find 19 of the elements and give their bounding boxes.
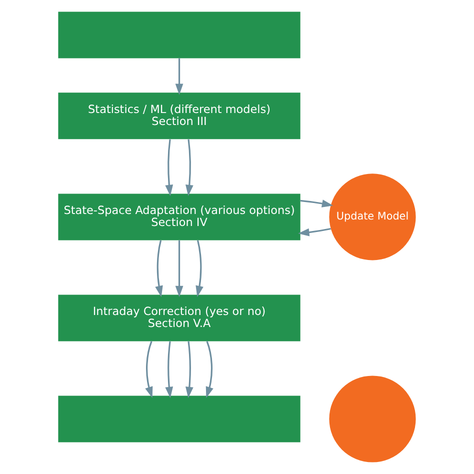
node-box: Statistics / ML (different models) Section III — [58, 92, 300, 140]
arrow — [206, 341, 214, 398]
arrow — [175, 240, 184, 298]
arrow — [165, 341, 174, 398]
node-box: Intraday Correction (yes or no) Section V.A — [58, 294, 300, 342]
arrow — [145, 341, 153, 398]
node-box — [58, 396, 300, 442]
arrow — [196, 240, 204, 298]
node-box — [58, 12, 300, 58]
node-circle — [329, 376, 416, 462]
arrow — [165, 139, 174, 196]
arrow — [155, 240, 163, 298]
arrow — [298, 228, 331, 236]
arrow — [186, 341, 194, 398]
arrow — [300, 200, 334, 208]
arrow — [186, 139, 194, 196]
arrow — [175, 58, 184, 95]
node-circle: Update Model — [329, 174, 416, 260]
node-box: State-Space Adaptation (various options) Section IV — [58, 194, 300, 240]
